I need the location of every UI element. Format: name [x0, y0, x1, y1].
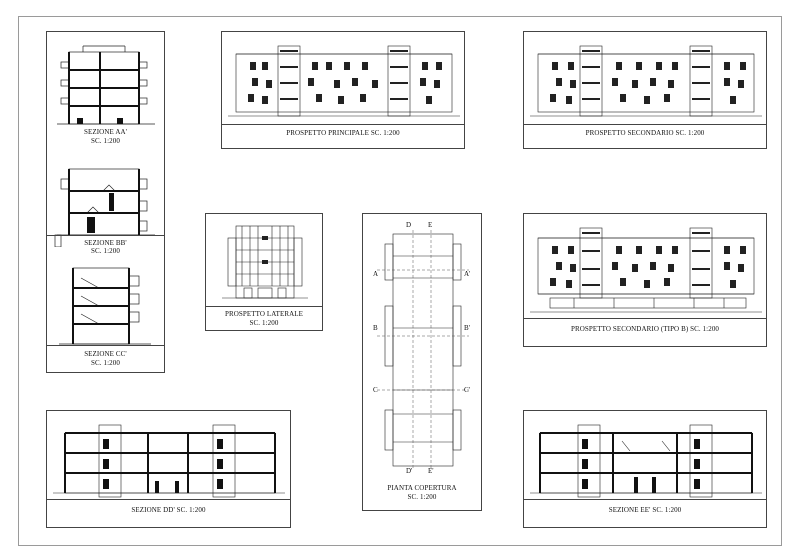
drawing-sheet	[18, 16, 782, 546]
drawing-sezione-cc	[59, 267, 151, 345]
section-mark-a-prime: A'	[464, 270, 471, 278]
drawing-prospetto-secondario	[530, 45, 762, 117]
divider-prosp-laterale	[206, 306, 322, 307]
section-mark-e-prime: E'	[428, 467, 434, 475]
divider-sezione-dd	[47, 499, 290, 500]
drawing-prospetto-secondario-b	[530, 227, 762, 313]
divider-prosp-principale	[222, 124, 464, 125]
drawing-sezione-dd	[53, 424, 285, 498]
panel-sezione-dd: SEZIONE DD' SC. 1:200	[46, 410, 291, 528]
section-mark-c-prime: C'	[464, 386, 470, 394]
caption-prospetto-secondario-b: PROSPETTO SECONDARIO (TIPO B) SC. 1:200	[570, 325, 720, 333]
section-mark-c: C	[373, 386, 378, 394]
section-mark-d: D	[406, 221, 412, 229]
caption-prospetto-laterale-title: PROSPETTO LATERALE	[224, 310, 304, 318]
caption-sezione-aa-scale: SC. 1:200	[91, 137, 120, 145]
panel-prospetto-secondario: PROSPETTO SECONDARIO SC. 1:200	[523, 31, 767, 149]
caption-sezione-ee: SEZIONE EE' SC. 1:200	[608, 506, 682, 514]
drawing-sezione-bb	[54, 168, 155, 247]
section-mark-a: A	[373, 270, 379, 278]
caption-sezione-cc-scale: SC. 1:200	[91, 359, 120, 367]
drawing-prospetto-laterale	[222, 225, 308, 299]
caption-prospetto-laterale-scale: SC. 1:200	[249, 319, 279, 327]
caption-sezione-dd: SEZIONE DD' SC. 1:200	[131, 506, 206, 514]
panel-sezioni-verticali: SEZIONE AA' SC. 1:200 SEZIONE BB' SC. 1:…	[46, 31, 165, 373]
panel-prospetto-laterale: PROSPETTO LATERALE SC. 1:200	[205, 213, 323, 331]
drawing-sezione-ee	[530, 424, 762, 498]
section-mark-b: B	[373, 324, 378, 332]
divider-2	[47, 345, 164, 346]
drawing-prospetto-principale	[228, 45, 460, 117]
caption-prospetto-secondario: PROSPETTO SECONDARIO SC. 1:200	[585, 129, 705, 137]
panel-prospetto-secondario-b: PROSPETTO SECONDARIO (TIPO B) SC. 1:200	[523, 213, 767, 347]
caption-sezione-bb-title: SEZIONE BB'	[84, 239, 127, 247]
divider-prosp-secondario	[524, 124, 766, 125]
panel-prospetto-principale: PROSPETTO PRINCIPALE SC. 1:200	[221, 31, 465, 149]
section-mark-b-prime: B'	[464, 324, 470, 332]
caption-prospetto-principale: PROSPETTO PRINCIPALE SC. 1:200	[286, 129, 400, 137]
caption-sezione-bb-scale: SC. 1:200	[91, 247, 120, 255]
panel-sezione-ee: SEZIONE EE' SC. 1:200	[523, 410, 767, 528]
drawing-sezione-aa	[57, 45, 155, 125]
caption-sezione-aa-title: SEZIONE AA'	[84, 128, 127, 136]
caption-pianta-copertura-scale: SC. 1:200	[407, 493, 437, 501]
divider-prosp-secondario-b	[524, 318, 766, 319]
section-mark-e: E	[428, 221, 433, 229]
drawing-pianta-copertura	[377, 230, 469, 470]
caption-pianta-copertura-title: PIANTA COPERTURA	[387, 484, 457, 492]
caption-sezione-cc-title: SEZIONE CC'	[84, 350, 127, 358]
divider-sezione-ee	[524, 499, 766, 500]
divider-1	[47, 235, 164, 236]
section-mark-d-prime: D'	[406, 467, 413, 475]
panel-pianta-copertura: D E A A' B B' C C' D' E' PIANTA COPERTUR…	[362, 213, 482, 511]
